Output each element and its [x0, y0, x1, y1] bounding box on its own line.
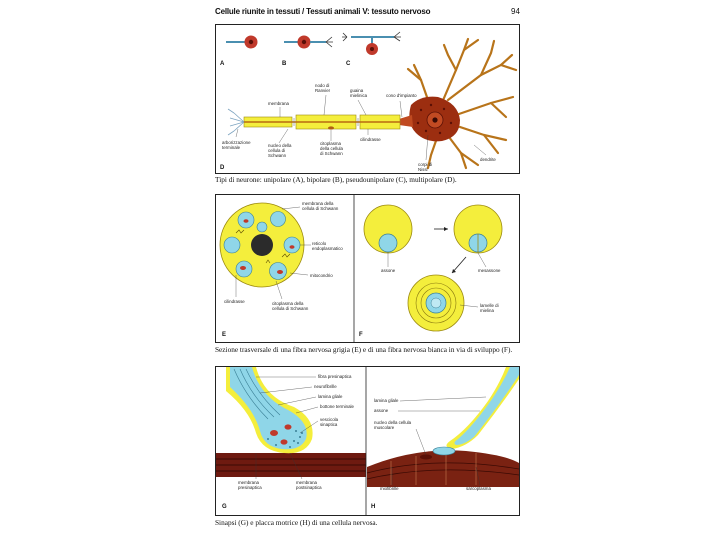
textbook-page: Cellule riunite in tessuti / Tessuti ani… [205, 0, 520, 540]
figure-letter-d: D [220, 165, 225, 171]
synapse-illustration: fibra presinaptica neurofibrille lamina … [216, 367, 519, 515]
figure-letter-f: F [359, 332, 363, 338]
label-fibra-presinaptica: fibra presinaptica [318, 374, 352, 379]
label-mesassone: mesassone [478, 268, 501, 273]
label-neurofibrille: neurofibrille [314, 384, 337, 389]
motor-end-plate-figure [366, 367, 519, 487]
synapse-panel: fibra presinaptica neurofibrille lamina … [215, 366, 520, 516]
figure-letter-h: H [371, 504, 375, 510]
label-miofibrille: miofibrille [380, 486, 399, 491]
page-number: 94 [511, 7, 520, 16]
multipolar-neuron-figure [227, 37, 518, 170]
label-lamina-gliale-g: lamina gliale [318, 394, 343, 399]
caption-synapse: Sinapsi (G) e placca motrice (H) di una … [215, 518, 378, 527]
figure-letter-c: C [346, 61, 351, 67]
white-fiber-development [363, 204, 503, 332]
label-cilindrasse: cilindrasse [360, 137, 381, 142]
grey-fiber-cross-section [219, 202, 305, 288]
label-cilindrasse-e: cilindrasse [224, 299, 245, 304]
figure-letter-a: A [220, 61, 225, 67]
label-lamina-gliale-h: lamina gliale [374, 398, 399, 403]
label-sarcoplasma: sarcoplasma [466, 486, 491, 491]
neuron-types-panel: A B C [215, 24, 520, 174]
label-assone-f: assone [381, 268, 396, 273]
caption-nerve-fiber: Sezione trasversale di una fibra nervosa… [215, 345, 513, 354]
label-mitocondrio: mitocondrio [310, 273, 333, 278]
figure-letter-e: E [222, 332, 226, 338]
pseudounipolar-neuron-figure [342, 31, 401, 55]
figure-letter-g: G [222, 504, 227, 510]
unipolar-neuron-figure [226, 35, 258, 49]
label-cono-impianto: cono d'impianto [386, 93, 417, 98]
caption-neuron-types: Tipi di neurone: unipolare (A), bipolare… [215, 175, 457, 184]
label-bottone-terminale: bottone terminale [320, 404, 354, 409]
page-header-title: Cellule riunite in tessuti / Tessuti ani… [215, 7, 431, 16]
label-dendrite: dendrite [480, 157, 496, 162]
bipolar-neuron-figure [284, 35, 333, 49]
synapse-figure [216, 367, 366, 477]
figure-letter-b: B [282, 61, 287, 67]
neuron-types-illustration: A B C [220, 31, 518, 172]
label-assone-h: assone [374, 408, 389, 413]
label-membrana: membrana [268, 101, 290, 106]
